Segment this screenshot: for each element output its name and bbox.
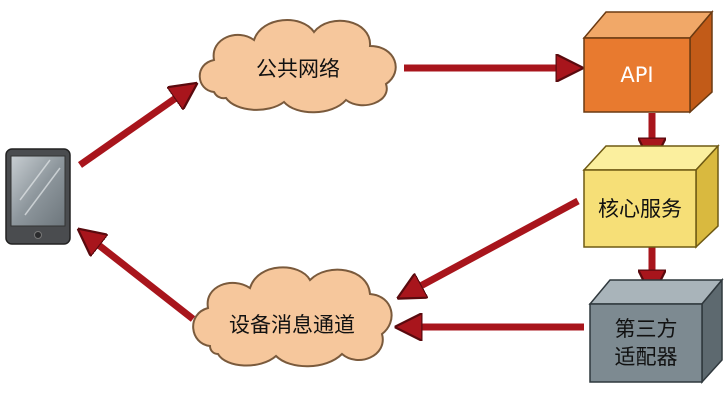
api-label: API <box>620 63 653 87</box>
phone-icon <box>5 148 71 245</box>
api-cube: API <box>582 9 714 114</box>
arrow-core-service-to-device-channel <box>402 197 580 296</box>
adapter-label-line-2: 适配器 <box>615 345 678 369</box>
arrow-device-channel-to-phone <box>82 232 196 322</box>
public-network-cloud: 公共网络 <box>198 19 397 114</box>
core-service-label: 核心服务 <box>598 197 682 221</box>
device-channel-label: 设备消息通道 <box>229 313 355 337</box>
arrow-phone-to-public-network <box>77 86 193 168</box>
third-party-adapter-cube: 第三方 适配器 <box>588 277 724 384</box>
arrows <box>80 68 652 327</box>
public-network-label: 公共网络 <box>256 57 340 81</box>
adapter-label-line-1: 第三方 <box>615 317 678 341</box>
core-service-cube: 核心服务 <box>582 144 720 249</box>
device-channel-cloud: 设备消息通道 <box>192 266 393 368</box>
